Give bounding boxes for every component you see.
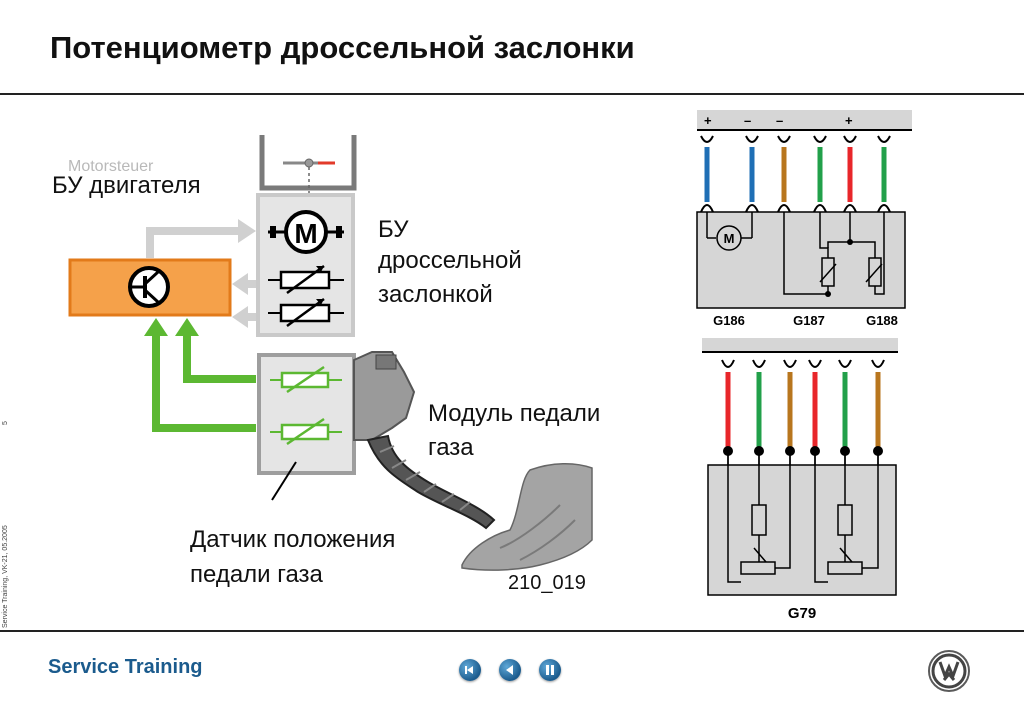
nav-home-button[interactable]: [459, 659, 481, 681]
g186-motor: M: [706, 212, 753, 251]
label-pedal-module-2: газа: [428, 434, 474, 461]
label-pedal-sensor-2: педали газа: [190, 561, 323, 588]
wiring-diagrams: + – – + M G186 G187 G188: [696, 110, 912, 622]
top-connector-bar: [697, 110, 912, 130]
grey-arrows: [146, 219, 256, 328]
nav-back-button[interactable]: [499, 659, 521, 681]
label-pedal-sensor-1: Датчик положения: [190, 526, 396, 553]
motor-icon: M: [268, 210, 344, 254]
top-wires: [700, 135, 891, 213]
title-divider: [0, 93, 1024, 95]
sensor-leader-line: [271, 461, 297, 501]
label-throttle-unit-3: заслонкой: [378, 281, 493, 308]
top-polarity: + – – +: [704, 113, 853, 128]
throttle-potentiometer-1: [268, 264, 344, 295]
label-pedal-module-1: Модуль педали: [428, 400, 601, 427]
pause-icon: [546, 665, 554, 675]
svg-text:M: M: [294, 218, 317, 249]
svg-text:G79: G79: [788, 605, 816, 622]
svg-text:–: –: [744, 113, 751, 128]
green-signal-arrows: [144, 318, 256, 432]
svg-text:+: +: [704, 113, 712, 128]
bottom-wires: [721, 359, 885, 465]
figure-code: 210_019: [508, 572, 586, 594]
bottom-component-box: [707, 464, 897, 596]
shoe-drawing: [461, 462, 593, 571]
throttle-housing: [259, 135, 357, 208]
svg-text:+: +: [845, 113, 853, 128]
bottom-connector-bar: [702, 338, 898, 352]
pedal-module-drawing: [353, 351, 496, 530]
nav-pause-button[interactable]: [539, 659, 561, 681]
g79-circuit: [727, 452, 879, 583]
page-title: Потенциометр дроссельной заслонки: [50, 30, 635, 65]
svg-text:G187: G187: [793, 313, 825, 328]
label-engine-ecu: БУ двигателя: [52, 172, 201, 199]
label-throttle-unit-2: дроссельной: [378, 247, 522, 274]
label-throttle-unit-1: БУ: [378, 216, 409, 243]
back-arrow-icon: [506, 665, 513, 675]
footer-divider: [0, 630, 1024, 632]
side-note: Service Training, VK-21, 05.2005: [2, 525, 9, 628]
pedal-potentiometer-2: [270, 417, 342, 446]
top-component-labels: G186 G187 G188: [713, 313, 898, 328]
transistor-icon: [128, 266, 170, 308]
pedal-potentiometer-1: [270, 365, 342, 394]
throttle-diagram: Motorsteuer M: [68, 135, 593, 571]
footer-brand: Service Training: [48, 656, 203, 678]
faded-label: Motorsteuer: [68, 158, 154, 175]
page-number: 5: [2, 421, 9, 425]
throttle-potentiometer-2: [268, 297, 344, 328]
svg-text:G188: G188: [866, 313, 898, 328]
svg-text:M: M: [724, 231, 735, 246]
svg-text:G186: G186: [713, 313, 745, 328]
vw-logo-icon: [928, 650, 970, 692]
home-arrow-icon: [465, 666, 473, 674]
g187-g188-circuit: [783, 212, 885, 295]
svg-text:–: –: [776, 113, 783, 128]
